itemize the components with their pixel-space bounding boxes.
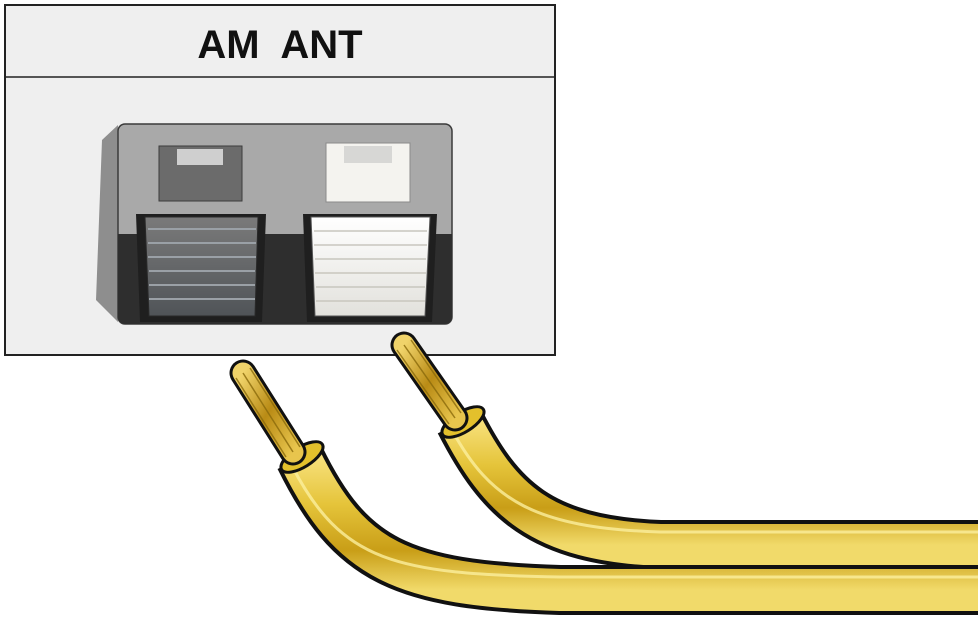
white-terminal-slot bbox=[344, 146, 392, 163]
right-wire-highlight bbox=[450, 429, 978, 534]
am-antenna-terminal-block bbox=[96, 123, 453, 325]
am-antenna-terminal-white-icon[interactable] bbox=[303, 142, 437, 322]
white-terminal-opening[interactable] bbox=[310, 216, 431, 317]
right-wire bbox=[390, 331, 978, 570]
am-antenna-terminal-black-icon[interactable] bbox=[136, 145, 266, 322]
panel-label: AM ANT bbox=[197, 23, 362, 67]
black-terminal-slot bbox=[177, 149, 223, 165]
left-wire-insulation bbox=[281, 448, 978, 611]
antenna-wire-icon bbox=[229, 331, 978, 615]
left-wire-strands bbox=[235, 367, 301, 458]
left-wire bbox=[229, 359, 978, 615]
right-wire-strands bbox=[396, 339, 462, 425]
white-terminal-grooves bbox=[314, 230, 427, 302]
black-terminal-grooves bbox=[148, 228, 256, 300]
terminal-shadow bbox=[96, 125, 118, 322]
black-terminal-opening[interactable] bbox=[144, 216, 259, 317]
right-wire-insulation bbox=[441, 412, 978, 566]
left-wire-highlight bbox=[290, 465, 978, 579]
